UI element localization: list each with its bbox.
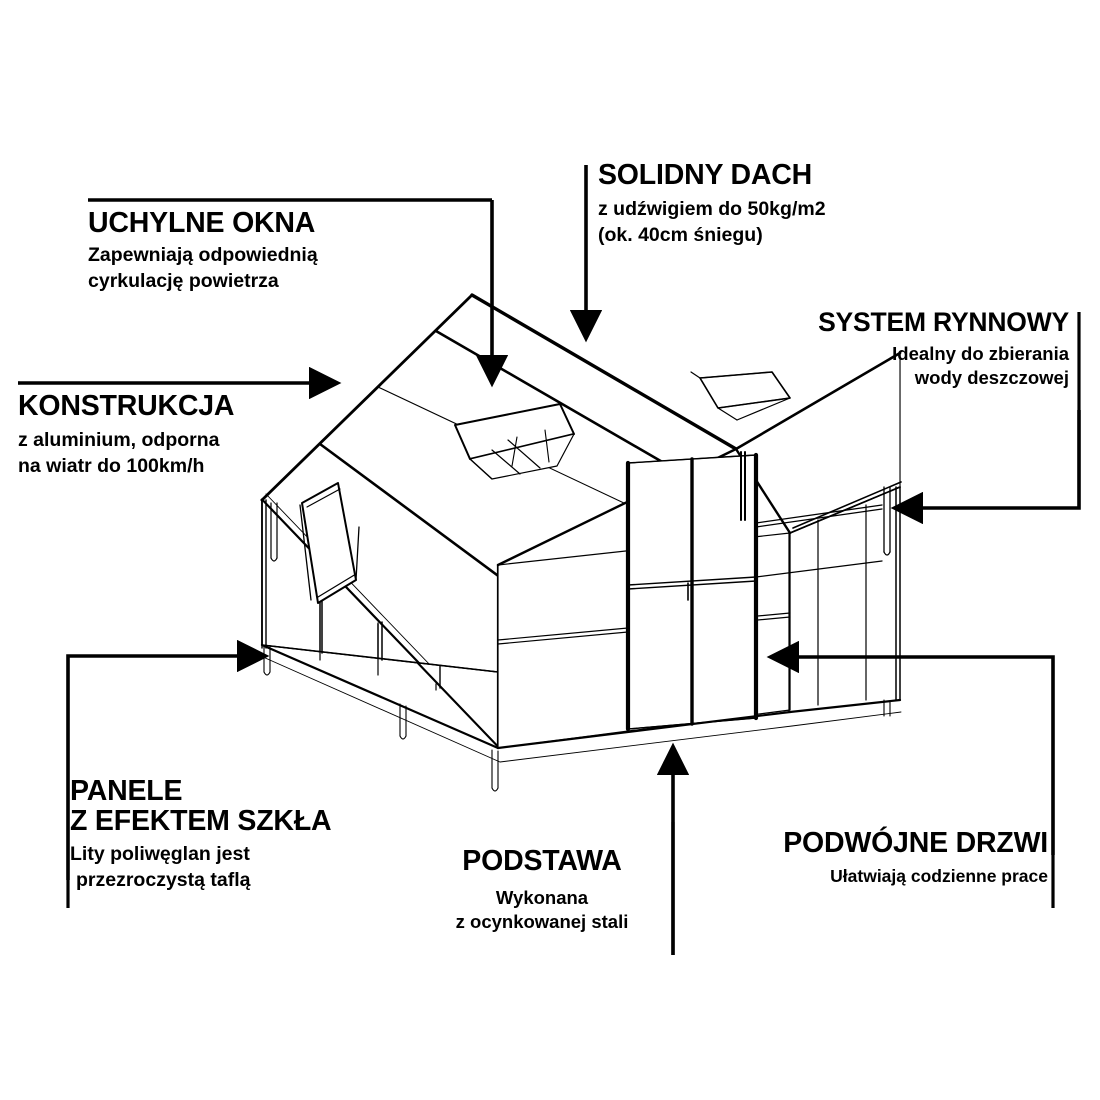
- right-gable-wall-panels: [788, 504, 867, 713]
- callout-line-uchylne-okna-1: Zapewniają odpowiednią: [88, 244, 318, 267]
- callout-line-solidny-dach-1: z udźwigiem do 50kg/m2: [598, 198, 826, 221]
- door-frame-heavy: [625, 452, 759, 732]
- roof-right-vent: [690, 371, 791, 421]
- callout-solidny-dach: SOLIDNY DACH z udźwigiem do 50kg/m2 (ok.…: [598, 160, 928, 248]
- left-corner-post: [261, 499, 267, 649]
- callout-title-konstrukcja: KONSTRUKCJA: [18, 390, 235, 422]
- callout-line-podwojne-drzwi-1: Ułatwiają codzienne prace: [830, 866, 1048, 887]
- side-vent-window-opening: [299, 504, 360, 604]
- callout-system-rynnowy: SYSTEM RYNNOWY Idealny do zbierania wody…: [729, 308, 1069, 390]
- callout-podwojne-drzwi: PODWÓJNE DRZWI Ułatwiają codzienne prace: [700, 828, 1048, 888]
- leader-system-rynnowy: [890, 410, 1081, 525]
- leader-panele: [66, 639, 270, 880]
- right-downspout: [883, 486, 891, 556]
- callout-line-panele-2: przezroczystą taflą: [76, 868, 251, 891]
- gutter-system-right: [789, 486, 901, 534]
- callout-line-konstrukcja-1: z aluminium, odporna: [18, 429, 220, 452]
- callout-title-panele: PANELE Z EFEKTEM SZKŁA: [70, 775, 332, 838]
- callout-title-podwojne-drzwi: PODWÓJNE DRZWI: [783, 827, 1048, 859]
- callout-line-solidny-dach-2: (ok. 40cm śniegu): [598, 223, 763, 246]
- callout-line-konstrukcja-2: na wiatr do 100km/h: [18, 454, 205, 477]
- roof-right-hip-edge: [734, 351, 902, 451]
- ridge-support-post: [740, 451, 746, 521]
- roof-vent-opening-frame: [469, 433, 575, 480]
- callout-title-uchylne-okna: UCHYLNE OKNA: [88, 207, 316, 239]
- roof-vent-actuator: [511, 429, 550, 467]
- leader-podwojne-drzwi: [766, 640, 1055, 855]
- callout-line-uchylne-okna-2: cyrkulację powietrza: [88, 269, 279, 292]
- left-downspout: [270, 502, 278, 562]
- callout-konstrukcja: KONSTRUKCJA z aluminium, odporna na wiat…: [18, 391, 348, 479]
- callout-title-system-rynnowy: SYSTEM RYNNOWY: [818, 307, 1069, 337]
- roof-left-hip-edge: [260, 293, 474, 502]
- callout-podstawa: PODSTAWA Wykonana z ocynkowanej stali: [430, 846, 654, 934]
- callout-panele: PANELE Z EFEKTEM SZKŁA Lity poliwęglan j…: [70, 776, 430, 893]
- callout-line-system-rynnowy-2: wody deszczowej: [914, 367, 1069, 389]
- callout-line-system-rynnowy-1: Idealny do zbierania: [892, 343, 1069, 365]
- callout-title-podstawa: PODSTAWA: [462, 845, 622, 877]
- roof-ridge-beam: [470, 293, 738, 451]
- right-gable-rail: [755, 504, 883, 578]
- base-frame: [260, 643, 902, 750]
- callout-line-panele-1: Lity poliwęglan jest: [70, 843, 250, 866]
- callout-line-podstawa-1: Wykonana: [495, 887, 589, 909]
- callout-line-podstawa-2: z ocynkowanej stali: [455, 911, 629, 933]
- base-lower-edge: [262, 656, 902, 763]
- callout-uchylne-okna: UCHYLNE OKNA Zapewniają odpowiednią cyrk…: [88, 208, 418, 294]
- callout-title-solidny-dach: SOLIDNY DACH: [598, 159, 813, 191]
